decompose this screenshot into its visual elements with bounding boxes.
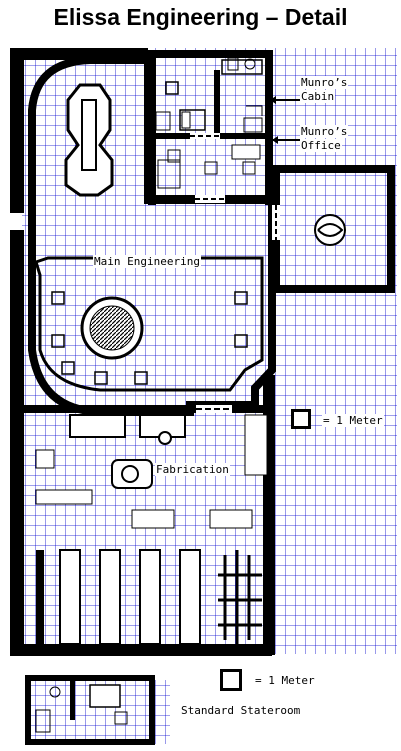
scale-label-right: = 1 Meter — [322, 414, 384, 427]
fabrication-label: Fabrication — [155, 463, 230, 476]
munros-cabin-label-1: Munro’s — [300, 76, 349, 89]
lift-room — [272, 165, 395, 293]
munros-office-label-2: Office — [300, 139, 342, 152]
main-reactor — [34, 256, 264, 392]
scale-box-bottom — [220, 669, 242, 691]
stateroom-plan — [25, 675, 155, 745]
standard-stateroom-label: Standard Stateroom — [181, 704, 301, 717]
scale-label-bottom: = 1 Meter — [255, 674, 315, 687]
main-engineering-label: Main Engineering — [93, 255, 201, 268]
cabins-block — [148, 50, 273, 205]
munros-cabin-label-2: Cabin — [300, 90, 336, 103]
scale-box-right — [291, 409, 311, 429]
left-hull-upper — [10, 48, 24, 213]
toilet-icon — [244, 58, 256, 70]
chair-icon — [165, 81, 179, 95]
office-door — [195, 195, 225, 203]
reactor-pod — [64, 83, 114, 197]
workbench-icon — [35, 489, 93, 505]
hull-walls — [10, 48, 275, 656]
lift-icon — [314, 214, 346, 246]
desk-icon — [231, 144, 261, 160]
page-title: Elissa Engineering – Detail — [53, 4, 348, 30]
fabrication-equipment — [35, 414, 268, 645]
left-hull-lower — [10, 230, 24, 654]
fab-unit-icon — [158, 431, 172, 445]
bottom-hull — [10, 644, 272, 656]
console-icon — [51, 291, 65, 305]
cabin-door — [190, 133, 220, 139]
shower-icon — [243, 117, 263, 133]
bed-icon — [179, 109, 206, 131]
office-chair-icon — [167, 149, 181, 163]
munros-office-label-1: Munro’s — [300, 125, 349, 138]
fabrication-top-wall — [24, 405, 272, 413]
ladder-rack-icon — [218, 550, 262, 645]
